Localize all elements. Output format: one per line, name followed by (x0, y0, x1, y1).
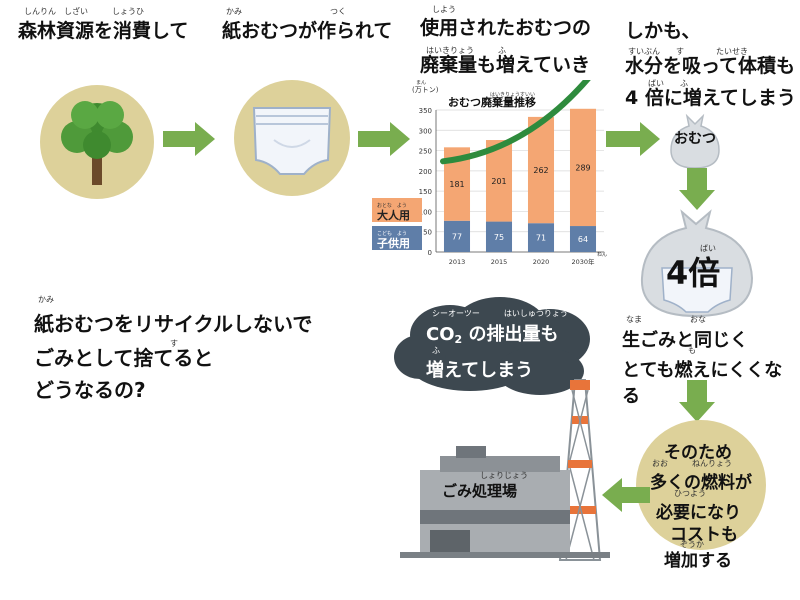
step2-label: 紙おむつが作られて (222, 20, 393, 42)
chart-bar-child (485, 221, 513, 252)
chart-ylabel-ruby: まん (416, 80, 426, 86)
step5-line2: とても燃えにくくなる (622, 360, 783, 407)
chart-legend-label-adult: 大人用 (377, 208, 410, 222)
cloud-subscript: 2 (454, 333, 463, 346)
chart-bar-adult (569, 108, 597, 227)
arrow-right-icon (163, 122, 215, 156)
smoke-cloud (394, 297, 590, 395)
plant-ruby: しょりじょう (480, 471, 528, 480)
chart-xtick: 2015 (491, 258, 508, 266)
chart-data-label-child: 64 (578, 235, 588, 244)
question-line3: どうなるの? (34, 378, 146, 402)
step6-line5: 増加する (664, 551, 732, 571)
step5-ruby: なま おな (626, 315, 706, 324)
chart-ytick: 300 (419, 127, 432, 135)
chart-ytick: 150 (419, 188, 432, 196)
step3-line1: 使用されたおむつの (420, 17, 592, 39)
step6-line3: 必要になり (656, 503, 741, 523)
step6-line2: 多くの燃料が (650, 473, 752, 493)
chart-bar-child (569, 226, 597, 252)
step3-line2: 廃棄量も増えていき (420, 54, 591, 76)
cloud-ruby: シーオーツー はいしゅつりょう (432, 309, 568, 318)
cloud-line1-rest: の排出量も (462, 324, 559, 345)
step5-line1: 生ごみと同じく (622, 330, 748, 351)
chart-ytick: 250 (419, 148, 432, 156)
chimney-tower (558, 379, 602, 561)
chart-legend-swatch-child (372, 226, 422, 250)
chart-data-label-child: 77 (452, 232, 462, 241)
step4-line2: 水分を吸って体積も (625, 55, 796, 77)
chart-legend-swatch-adult (372, 198, 422, 222)
diaper-icon (252, 107, 332, 175)
incineration-plant-icon (400, 379, 610, 561)
chart-data-label-adult: 289 (575, 163, 590, 172)
chart-title-ruby: はいきりょうすいい (490, 91, 535, 98)
arrow-right-icon (606, 122, 660, 156)
chart-xtick: 2020 (533, 258, 550, 266)
step6-ruby-a: おお ねんりょう (652, 459, 732, 468)
arrow-left-icon (602, 478, 650, 512)
step2-ruby-a: かみ (226, 7, 242, 16)
small-bag-label: おむつ (674, 131, 716, 147)
chart-legend-label-child: 子供用 (377, 236, 410, 250)
step4-ruby-b: ばい ふ (648, 79, 688, 88)
chart-xtick: 2030年 (571, 257, 595, 266)
step6-ruby-b: ひつよう (674, 489, 706, 498)
step4-ruby-a: すいぶん す たいせき (628, 47, 748, 56)
chart-ytick: 350 (419, 107, 432, 115)
step5-ruby-b: も (688, 346, 696, 355)
arrow-right-icon (358, 122, 410, 156)
chart-data-label-adult: 262 (533, 166, 548, 175)
waste-chart: (万トン)まん 0 50 100 150 200 250 300 350 おむつ廃棄量推移はいきり… (372, 80, 607, 266)
tree-icon (61, 101, 133, 185)
chart-bar-adult (485, 140, 513, 222)
question-ruby-b: す (170, 339, 178, 348)
chart-bar-child (443, 220, 471, 252)
big-trash-bag-icon (640, 209, 754, 318)
chart-legend-ruby-child: こども よう (377, 230, 407, 237)
chart-xtick: 2013 (449, 258, 466, 266)
cloud-line2: 増えてしまう (426, 360, 534, 381)
chart-bar-child (527, 223, 555, 252)
cloud-ruby-b: ふ (432, 346, 440, 355)
step3-ruby-b: はいきりょう ふ (426, 46, 506, 55)
tree-circle (40, 85, 154, 199)
step6-ruby-c: ぞうか (680, 540, 704, 549)
step6-line4: コストも (670, 525, 738, 545)
diaper-circle (234, 80, 350, 196)
cost-circle (636, 420, 766, 550)
question-ruby-a: かみ (38, 295, 54, 304)
arrow-down-icon (679, 168, 715, 210)
step1-ruby: しんりん しざい しょうひ (24, 7, 144, 16)
chart-data-label-child: 71 (536, 234, 546, 243)
arrow-down-icon (679, 380, 715, 422)
step4-line3: 4 倍に増えてしまう (625, 87, 796, 109)
step4-line1: しかも、 (625, 20, 701, 42)
chart-ytick: 200 (419, 168, 432, 176)
chart-data-label-adult: 201 (491, 177, 506, 186)
cloud-co-text: CO (426, 324, 455, 345)
cloud-line1: CO2 の排出量も (426, 320, 558, 346)
big-bag-ruby: ばい (700, 244, 716, 253)
chart-ytick: 0 (428, 249, 432, 257)
step3-ruby-a: しよう (432, 5, 456, 14)
step2-ruby-b: つく (330, 7, 346, 16)
question-line1: 紙おむつをリサイクルしないで (34, 312, 313, 336)
small-trash-bag-icon (670, 113, 720, 169)
chart-ytick: 100 (419, 208, 432, 216)
chart-trend-arrow (440, 80, 591, 165)
chart-xtick-ruby: ねん (597, 252, 607, 258)
chart-data-label-adult: 181 (449, 180, 464, 189)
chart-title: おむつ廃棄量推移 (448, 95, 536, 109)
chart-ylabel: (万トン) (412, 86, 439, 94)
chart-data-label-child: 75 (494, 233, 504, 242)
chart-bar-adult (527, 116, 555, 224)
big-bag-label: 4倍 (666, 254, 721, 292)
question-line2: ごみとして捨てると (34, 346, 214, 370)
plant-label: ごみ処理場 (442, 482, 518, 500)
chart-legend-ruby-adult: おとな よう (377, 202, 407, 209)
step1-label: 森林資源を消費して (18, 20, 189, 42)
step6-line1: そのため (664, 443, 732, 463)
chart-ytick: 50 (423, 229, 432, 237)
